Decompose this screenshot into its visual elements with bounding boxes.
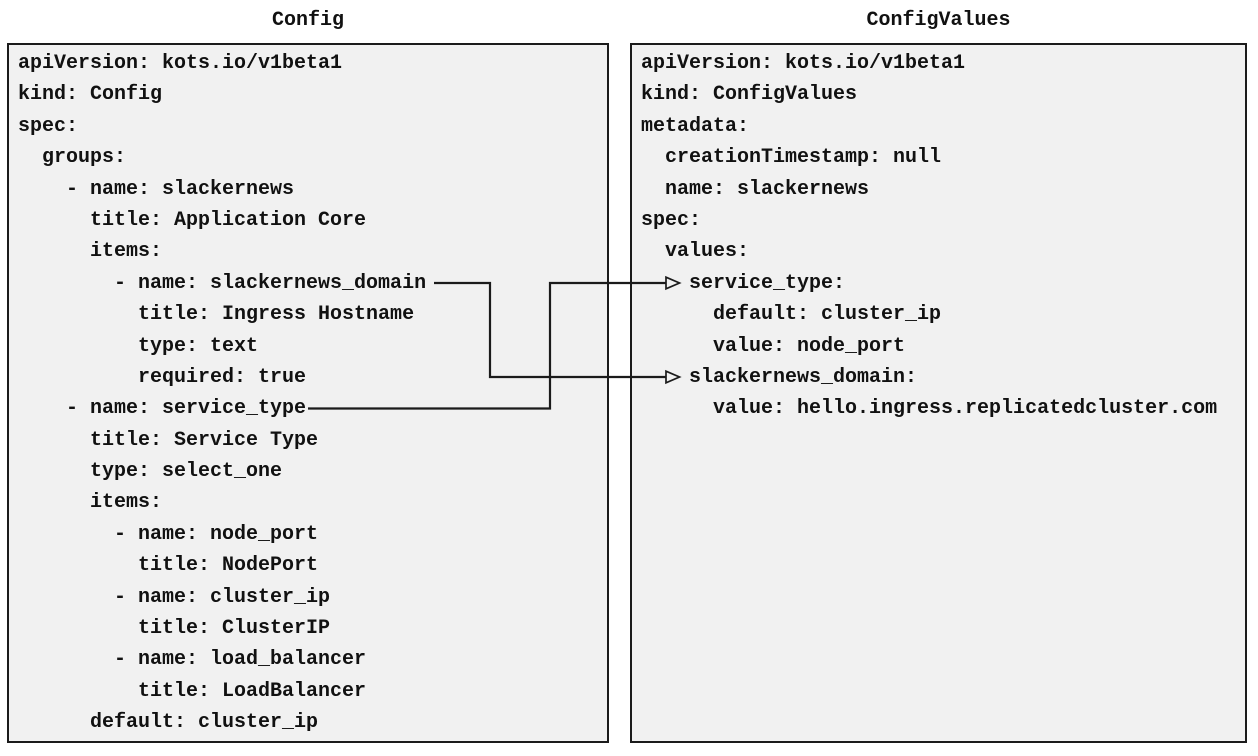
code-line: - name: cluster_ip — [18, 585, 331, 609]
code-line: items: — [18, 240, 163, 264]
code-line: - name: load_balancer — [18, 648, 367, 672]
code-line: name: slackernews — [641, 177, 870, 201]
code-line: default: cluster_ip — [641, 303, 942, 327]
code-line: groups: — [18, 146, 127, 170]
code-line-service-type-value: service_type: — [641, 271, 846, 295]
code-line: values: — [641, 240, 750, 264]
code-line-slackernews-domain: - name: slackernews_domain — [18, 271, 427, 295]
code-line: title: ClusterIP — [18, 617, 331, 641]
code-line: value: node_port — [641, 334, 906, 358]
code-line: apiVersion: kots.io/v1beta1 — [641, 52, 966, 75]
code-line: spec: — [18, 114, 79, 138]
code-line: items: — [18, 491, 163, 515]
code-line: metadata: — [641, 114, 750, 138]
code-line: spec: — [641, 208, 702, 232]
config-panel: apiVersion: kots.io/v1beta1 kind: Config… — [7, 43, 609, 743]
code-line: kind: Config — [18, 83, 163, 107]
code-line: default: cluster_ip — [18, 711, 319, 735]
code-line: title: Service Type — [18, 428, 319, 452]
code-line: - name: node_port — [18, 522, 319, 546]
code-line: kind: ConfigValues — [641, 83, 858, 107]
code-line: - name: slackernews — [18, 177, 295, 201]
code-line: creationTimestamp: null — [641, 146, 942, 170]
code-line: value: hello.ingress.replicatedcluster.c… — [641, 397, 1218, 421]
code-line: type: text — [18, 334, 259, 358]
configvalues-panel-title: ConfigValues — [866, 9, 1011, 32]
code-line: title: LoadBalancer — [18, 679, 367, 703]
configvalues-panel: apiVersion: kots.io/v1beta1 kind: Config… — [630, 43, 1247, 743]
code-line-slackernews-domain-value: slackernews_domain: — [641, 365, 918, 389]
code-line: type: select_one — [18, 460, 283, 484]
code-line: apiVersion: kots.io/v1beta1 — [18, 52, 343, 75]
code-line: title: NodePort — [18, 554, 319, 578]
code-line-service-type: - name: service_type — [18, 397, 307, 421]
code-line: required: true — [18, 365, 307, 389]
code-line: title: Ingress Hostname — [18, 303, 415, 327]
code-line: title: Application Core — [18, 208, 367, 232]
config-panel-title: Config — [271, 9, 344, 32]
